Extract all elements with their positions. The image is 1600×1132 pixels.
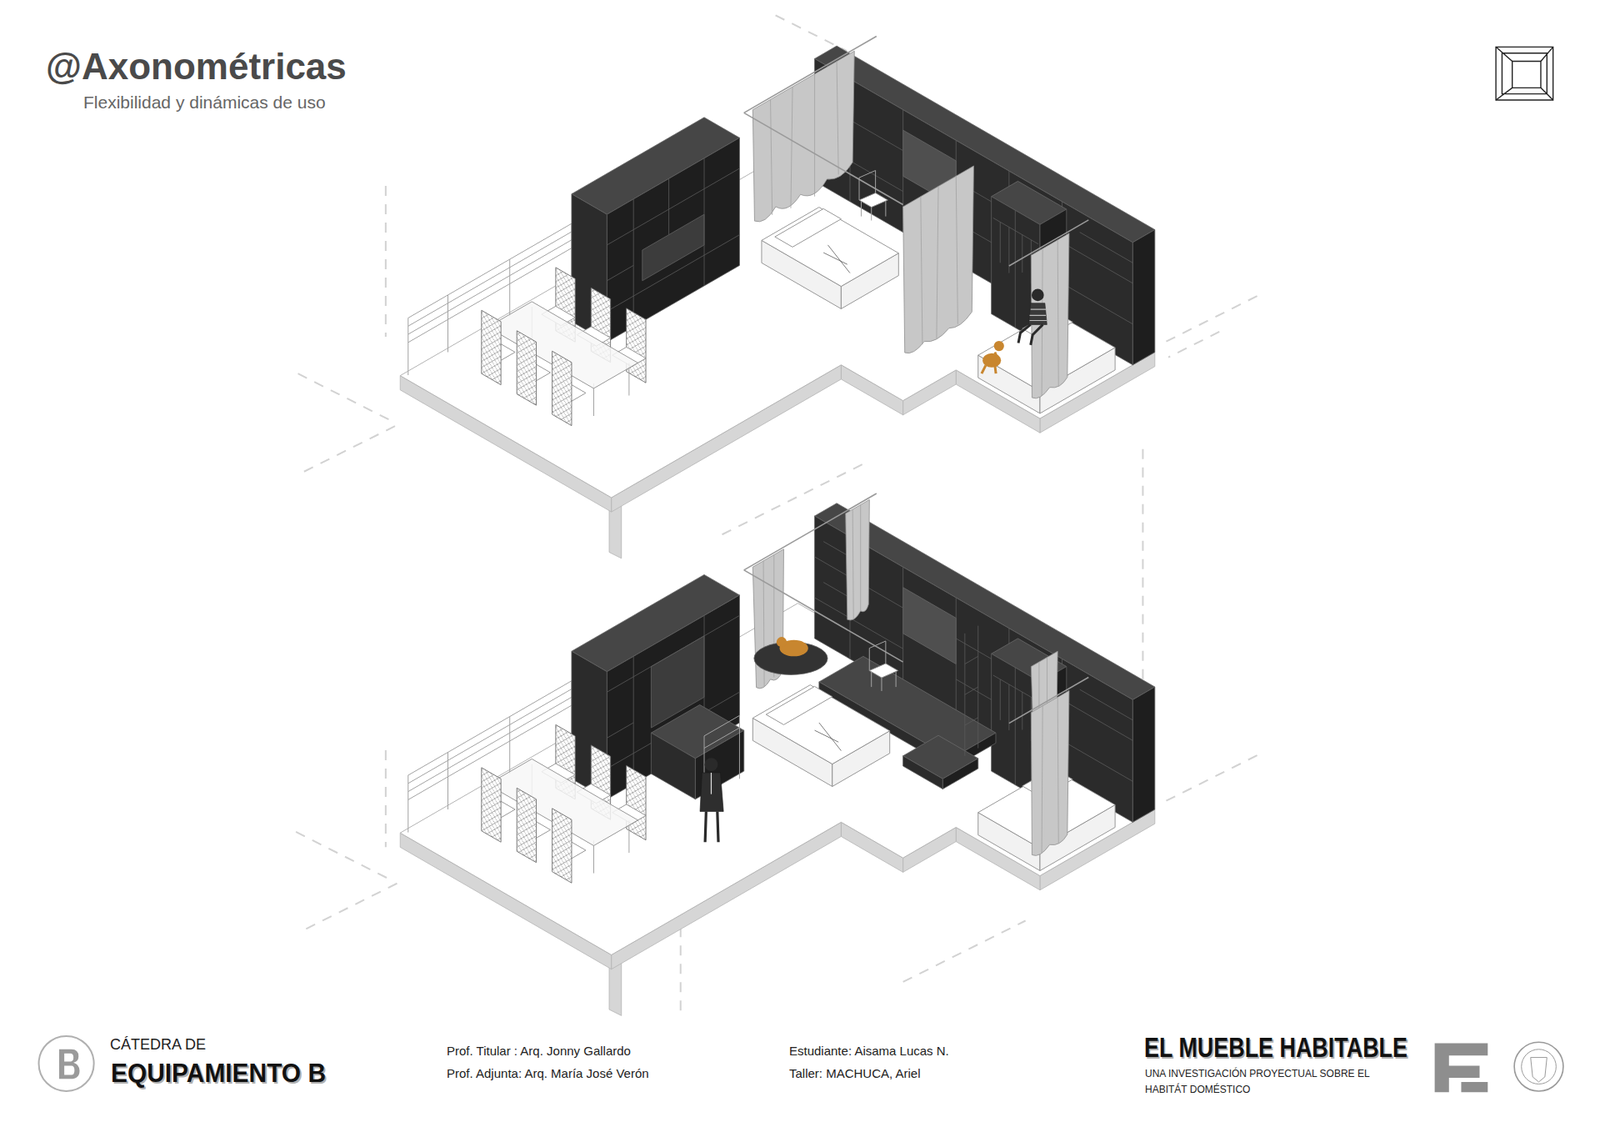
- dog: [776, 636, 787, 647]
- person: [710, 772, 712, 795]
- lower-axonometric: [965, 625, 979, 756]
- upper-axonometric: [770, 60, 840, 222]
- guide-line: [903, 920, 1026, 982]
- desk-chair: [869, 663, 898, 678]
- upper-axonometric: [775, 208, 842, 247]
- workshop-line: Taller: MACHUCA, Ariel: [789, 1065, 921, 1081]
- hypercube-icon: [1495, 46, 1554, 100]
- upper-axonometric: [903, 165, 975, 359]
- lower-axonometric: [845, 499, 870, 624]
- guide-line: [385, 750, 387, 847]
- lower-axonometric: [320, 503, 1274, 1054]
- guide-line: [305, 881, 400, 929]
- desk-chair: [869, 640, 898, 691]
- faculty-logo: [1435, 1042, 1489, 1092]
- desk-chair: [859, 192, 888, 207]
- hypercube-icon: [1495, 46, 1554, 100]
- course-label: CÁTEDRA DE: [110, 1035, 206, 1055]
- university-seal: [1514, 1041, 1564, 1091]
- desk-chair: [869, 640, 896, 691]
- chair-logo: [39, 1035, 95, 1091]
- lower-axonometric: [1030, 690, 1070, 860]
- person: [705, 810, 719, 842]
- guide-line: [1141, 449, 1144, 705]
- guide-line: [775, 15, 848, 51]
- hypercube-icon: [1495, 46, 1554, 100]
- dog: [981, 340, 1005, 374]
- professor-line: Prof. Titular : Arq. Jonny Gallardo: [446, 1043, 631, 1059]
- faculty-logo: [1435, 1042, 1489, 1092]
- lower-axonometric: [942, 758, 978, 790]
- lower-axonometric: [752, 685, 890, 765]
- lower-axonometric: [320, 489, 1274, 1054]
- university-seal: [1514, 1041, 1564, 1091]
- guide-line: [295, 831, 391, 880]
- course-name: EQUIPAMIENTO B: [110, 1056, 326, 1089]
- guide-line: [1168, 331, 1220, 358]
- person: [1018, 289, 1047, 345]
- lower-axonometric: [744, 493, 1142, 724]
- upper-axonometric: [460, 40, 1247, 495]
- person: [1030, 309, 1048, 320]
- lower-axonometric: [1041, 696, 1059, 854]
- person: [1028, 303, 1047, 325]
- person: [1018, 324, 1043, 345]
- lower-axonometric: [965, 625, 979, 756]
- upper-axonometric: [920, 175, 959, 348]
- professor-line: Prof. Adjunta: Arq. María José Verón: [446, 1065, 650, 1081]
- desk-chair: [859, 170, 886, 221]
- guide-line: [304, 423, 400, 472]
- upper-axonometric: [744, 35, 1142, 266]
- person: [1031, 289, 1045, 302]
- upper-axonometric: [761, 207, 899, 287]
- dog: [981, 351, 999, 374]
- student-line: Estudiante: Aisama Lucas N.: [789, 1043, 950, 1059]
- person: [700, 772, 724, 812]
- person: [700, 757, 724, 842]
- guide-line: [680, 923, 682, 1010]
- person: [705, 757, 719, 771]
- university-seal: [1530, 1057, 1548, 1082]
- lower-axonometric: [1030, 690, 1070, 860]
- lower-axonometric: [805, 722, 855, 751]
- chair-logo: [59, 1049, 80, 1080]
- guide-line: [1163, 295, 1258, 343]
- project-title: EL MUEBLE HABITABLE: [1144, 1030, 1408, 1065]
- guide-line: [385, 185, 387, 337]
- lower-axonometric: [752, 499, 870, 694]
- upper-axonometric: [320, 45, 1274, 596]
- university-seal: [1521, 1049, 1557, 1085]
- dog: [994, 340, 1005, 351]
- guide-line: [298, 373, 391, 420]
- dog: [754, 636, 828, 675]
- lower-axonometric: [903, 755, 944, 790]
- lower-axonometric: [426, 724, 704, 885]
- upper-axonometric: [320, 35, 1274, 596]
- lower-axonometric: [852, 505, 861, 620]
- lower-axonometric: [650, 732, 695, 800]
- project-subtitle: UNA INVESTIGACIÓN PROYECTUAL SOBRE EL HA…: [1145, 1065, 1412, 1097]
- desk-chair: [859, 170, 888, 221]
- board-title: @Axonométricas: [45, 45, 347, 90]
- lower-axonometric: [460, 489, 1262, 952]
- upper-axonometric: [426, 267, 704, 428]
- upper-axonometric: [903, 165, 975, 359]
- chair-logo: [39, 1035, 95, 1091]
- hypercube-icon: [1512, 60, 1541, 88]
- upper-axonometric: [642, 214, 705, 281]
- board-subtitle: Flexibilidad y dinámicas de uso: [83, 91, 326, 113]
- lower-axonometric: [765, 685, 833, 725]
- guide-line: [1163, 755, 1258, 802]
- upper-axonometric: [815, 245, 864, 274]
